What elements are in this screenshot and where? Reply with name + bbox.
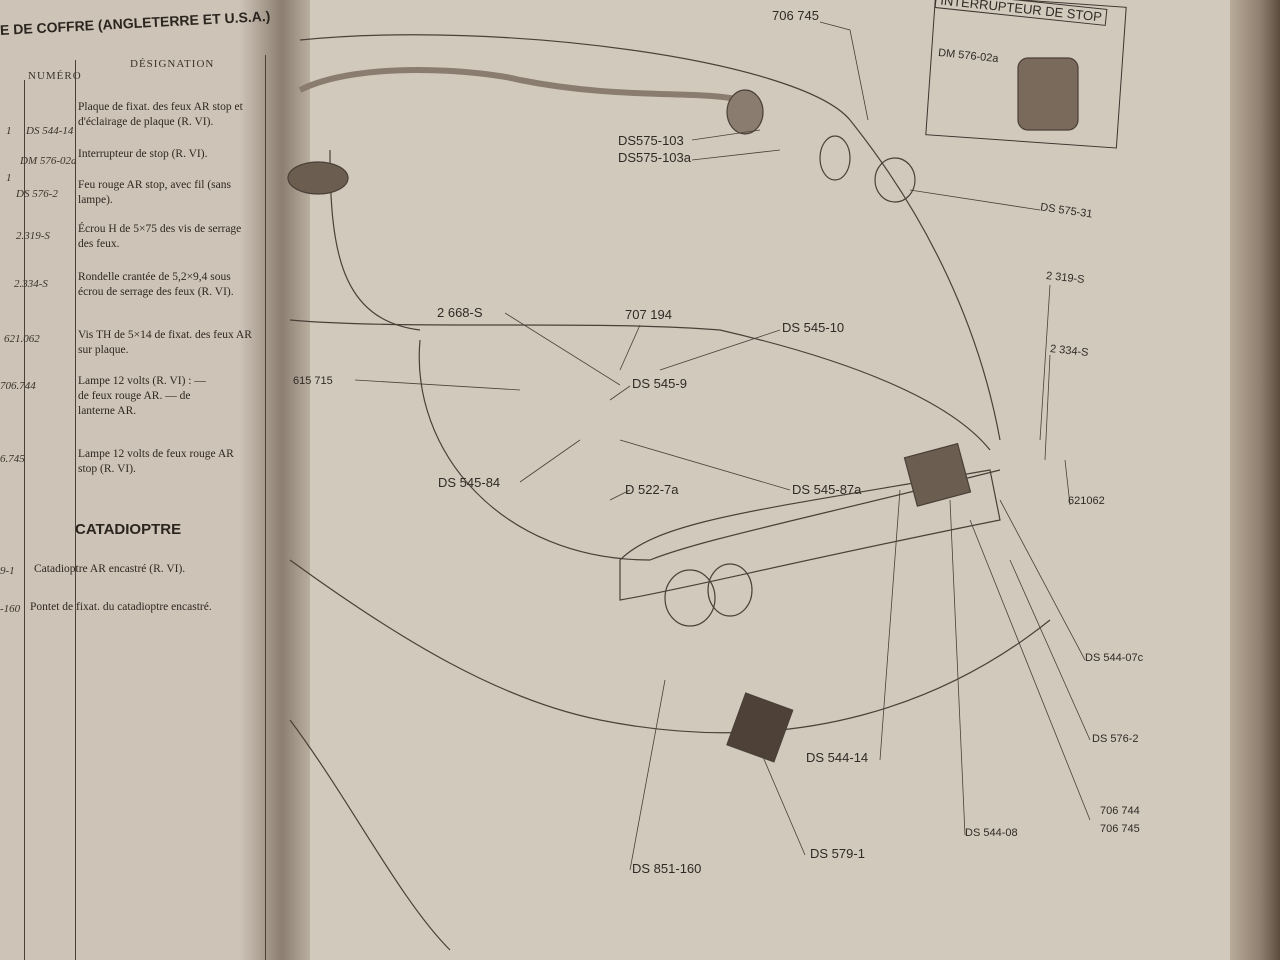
callout-label: DS 579-1 bbox=[810, 846, 865, 861]
divider bbox=[265, 55, 266, 960]
designation: Lampe 12 volts (R. VI) : — de feux rouge… bbox=[78, 375, 206, 417]
callout-label: DS 545-10 bbox=[782, 320, 845, 335]
qty: 1 bbox=[6, 125, 12, 137]
part-number: 706.744 bbox=[0, 380, 36, 392]
callout-label: 2 668-S bbox=[437, 305, 483, 320]
callout-label: 615 715 bbox=[293, 375, 333, 387]
part-number: 2.319-S bbox=[16, 230, 50, 242]
designation: Rondelle crantée de 5,2×9,4 sous écrou d… bbox=[78, 271, 234, 298]
callout-label: DS 576-2 bbox=[1092, 733, 1139, 745]
designation: Feu rouge AR stop, avec fil (sans lampe)… bbox=[78, 179, 231, 206]
stop-switch-drawing bbox=[1017, 57, 1079, 131]
divider bbox=[75, 60, 76, 960]
designation: Pontet de fixat. du catadioptre encastré… bbox=[30, 601, 212, 613]
part-number: DS 544-14 bbox=[26, 125, 74, 137]
callout-label: D 522-7a bbox=[625, 482, 679, 497]
section-title-catadioptre: CATADIOPTRE bbox=[75, 521, 182, 538]
designation: Catadioptre AR encastré (R. VI). bbox=[34, 563, 186, 575]
callout-label: 621062 bbox=[1068, 495, 1105, 507]
part-number: -160 bbox=[0, 603, 21, 615]
page-edges bbox=[1230, 0, 1280, 960]
callout-label: 706 745 bbox=[772, 8, 819, 23]
callout-label: DS575-103 bbox=[618, 133, 684, 148]
designation: Plaque de fixat. des feux AR stop et d'é… bbox=[78, 101, 243, 128]
part-number: DM 576-02a bbox=[20, 155, 77, 167]
callout-label: DS 544-08 bbox=[965, 827, 1018, 839]
callout-label: DS 545-84 bbox=[438, 475, 501, 490]
part-number: 621.062 bbox=[4, 333, 40, 345]
part-number: 9-1 bbox=[0, 565, 15, 577]
part-number: 6.745 bbox=[0, 453, 25, 465]
column-header-designation: DÉSIGNATION bbox=[130, 58, 215, 70]
book-gutter bbox=[240, 0, 310, 960]
callout-label: 706 745 bbox=[1100, 823, 1140, 835]
designation: Lampe 12 volts de feux rouge AR stop (R.… bbox=[78, 448, 234, 475]
callout-label: DS 545-9 bbox=[632, 376, 687, 391]
callout-label: 706 744 bbox=[1100, 805, 1140, 817]
callout-label: DS 545-87a bbox=[792, 482, 862, 497]
qty: 1 bbox=[6, 172, 12, 184]
designation: Écrou H de 5×75 des vis de serrage des f… bbox=[78, 223, 242, 250]
right-page bbox=[290, 0, 1230, 960]
designation: Vis TH de 5×14 de fixat. des feux AR sur… bbox=[78, 329, 252, 356]
column-header-number: NUMÉRO bbox=[28, 70, 82, 82]
callout-label: DS 851-160 bbox=[632, 861, 702, 876]
roof-line bbox=[299, 34, 1001, 441]
callout-label: DS 544-07c bbox=[1085, 652, 1144, 664]
callout-label: DS 544-14 bbox=[806, 750, 869, 765]
part-number: DS 576-2 bbox=[16, 188, 58, 200]
callout-label: 707 194 bbox=[625, 307, 672, 322]
designation: Interrupteur de stop (R. VI). bbox=[78, 148, 208, 160]
divider bbox=[24, 80, 25, 960]
callout-label: DS575-103a bbox=[618, 150, 691, 165]
part-number: 2.334-S bbox=[14, 278, 48, 290]
